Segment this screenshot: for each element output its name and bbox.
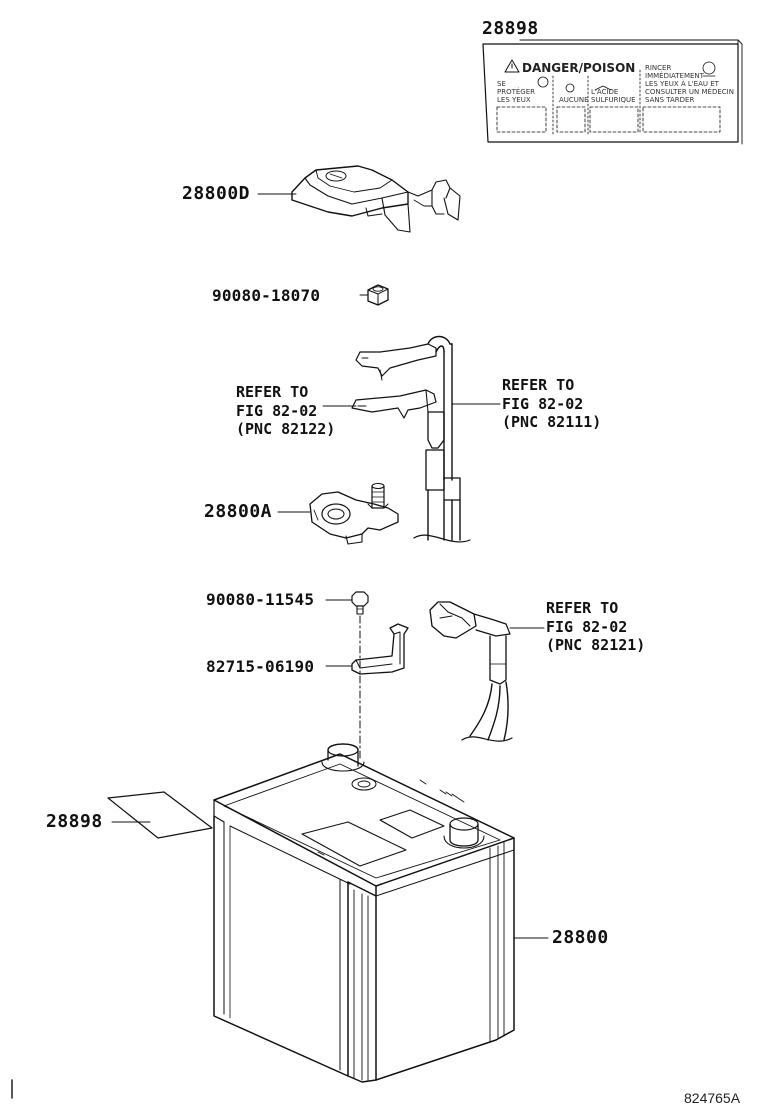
warning-col4-line5: SANS TARDER — [645, 96, 694, 104]
reference-note-line: REFER TO — [546, 599, 619, 617]
part-label-28898-top[interactable]: 28898 — [482, 18, 539, 39]
figure-number: 824765A — [684, 1090, 741, 1106]
terminal-cover-illustration — [291, 165, 461, 233]
reference-note-line: (PNC 82122) — [236, 420, 336, 438]
label-sheet-illustration — [107, 791, 213, 839]
nut-illustration — [367, 284, 389, 306]
warning-col3-line2: SULFURIQUE — [591, 96, 636, 104]
warning-col4-line4: CONSULTER UN MÉDECIN — [645, 87, 734, 96]
bolt-illustration — [351, 591, 369, 615]
reference-note-line: FIG 82-02 — [502, 394, 584, 413]
part-label-82715-06190[interactable]: 82715-06190 — [206, 657, 315, 676]
warning-label-illustration — [482, 39, 743, 145]
reference-note-line: FIG 82-02 — [546, 617, 628, 636]
warning-col1-line1: SE — [497, 80, 506, 88]
reference-note-82122[interactable]: REFER TO FIG 82-02 (PNC 82122) — [236, 383, 335, 439]
warning-col4-line2: IMMÉDIATEMENT — [645, 71, 705, 80]
part-label-90080-18070[interactable]: 90080-18070 — [212, 286, 321, 305]
warning-col2-line1: AUCUNE — [559, 96, 589, 104]
hold-down-clamp-illustration — [351, 623, 409, 675]
reference-note-line: (PNC 82111) — [502, 413, 602, 431]
negative-cable-illustration — [429, 601, 545, 742]
warning-col4-line1: RINCER — [645, 64, 671, 72]
warning-col4-line3: LES YEUX À L'EAU ET — [645, 79, 720, 88]
part-label-28800a[interactable]: 28800A — [204, 501, 273, 522]
warning-title: DANGER/POISON — [522, 61, 635, 75]
part-label-28800[interactable]: 28800 — [552, 927, 609, 948]
part-label-90080-11545[interactable]: 90080-11545 — [206, 590, 315, 609]
reference-note-82121[interactable]: REFER TO FIG 82-02 (PNC 82121) — [546, 599, 645, 655]
warning-label-texts: DANGER/POISON SE PROTÉGER LES YEUX AUCUN… — [497, 61, 734, 104]
positive-cable-illustration — [351, 335, 471, 543]
reference-note-line: REFER TO — [236, 383, 309, 401]
terminal-clamp-illustration — [309, 482, 399, 545]
warning-col1-line2: PROTÉGER — [497, 87, 535, 96]
reference-note-line: REFER TO — [502, 376, 575, 394]
reference-note-82111[interactable]: REFER TO FIG 82-02 (PNC 82111) — [502, 376, 601, 432]
reference-note-line: (PNC 82121) — [546, 636, 646, 654]
warning-col3-line1: L'ACIDE — [591, 88, 618, 96]
part-label-28800d[interactable]: 28800D — [182, 183, 251, 204]
warning-col1-line3: LES YEUX — [497, 96, 531, 104]
reference-note-line: FIG 82-02 — [236, 401, 318, 420]
battery-illustration — [213, 743, 515, 1083]
part-label-28898-side[interactable]: 28898 — [46, 811, 103, 832]
